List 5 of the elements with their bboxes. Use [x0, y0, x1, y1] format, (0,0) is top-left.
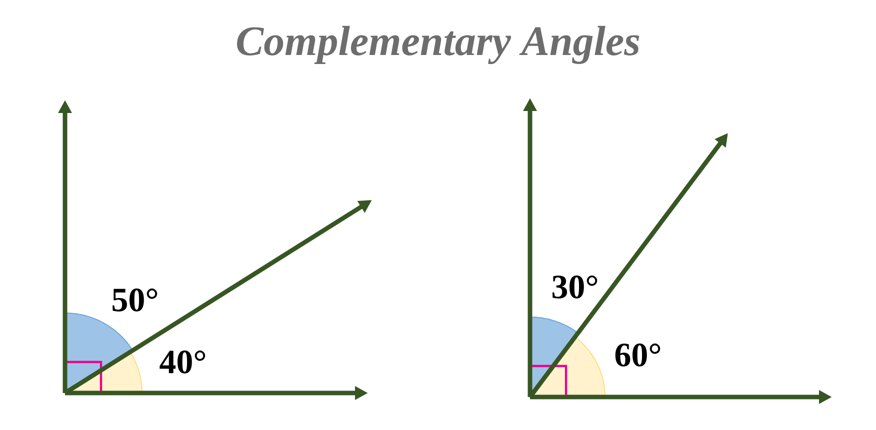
title: Complementary Angles: [237, 26, 640, 64]
angle-label: 40°: [160, 350, 206, 374]
angle-label: 30°: [552, 276, 598, 298]
angle-label: 60°: [615, 344, 660, 366]
angle-label: 50°: [112, 288, 158, 312]
